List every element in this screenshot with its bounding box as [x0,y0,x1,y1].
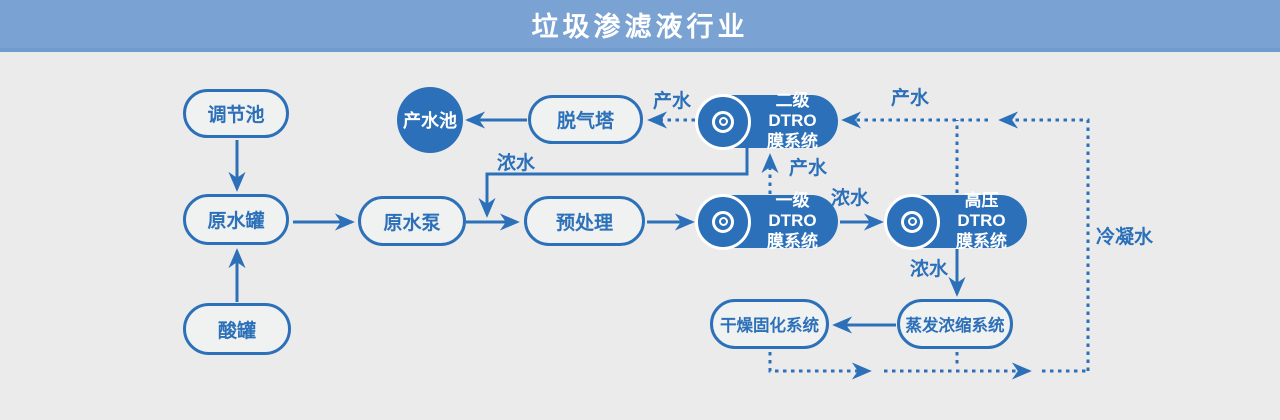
node-label: 原水泵 [383,212,441,234]
edge-label-concentrate: 浓水 [910,259,949,280]
node-stage2-dtro: 二级DTRO 膜系统 [695,91,838,151]
node-pretreatment: 预处理 [524,196,645,246]
dtro-ring-icon [712,210,734,233]
edge-label-condensate: 冷凝水 [1096,227,1154,248]
header-edge-strip [0,48,1280,52]
node-label: 预处理 [555,212,613,234]
node-label-line2: 膜系统 [767,131,818,151]
node-label: 调节池 [207,105,265,126]
node-stage1-dtro: 一级DTRO 膜系统 [695,191,838,251]
dtro-membrane-icon [884,193,940,250]
node-drying-system: 干燥固化系统 [710,299,829,349]
node-label-line1: 一级DTRO [768,190,817,231]
edge-label-concentrate: 浓水 [831,188,870,209]
node-label: 蒸发浓缩系统 [905,317,1005,335]
dtro-ring-icon [901,210,923,233]
edge-label-product-water: 产水 [653,91,692,112]
node-label: 原水罐 [207,211,265,232]
edge-label-product-water: 产水 [789,158,828,179]
node-label-line2: 膜系统 [956,231,1007,251]
node-label-line1: 二级DTRO [768,90,817,131]
node-raw-water-tank: 原水罐 [183,194,289,245]
node-label: 酸罐 [217,320,256,342]
node-adjustment-pool: 调节池 [183,89,289,138]
dtro-ring-icon [712,110,734,133]
node-acid-tank: 酸罐 [183,303,291,355]
node-label-line1: 高压DTRO [957,190,1006,231]
edge-stage2-concentrate-return [478,148,749,218]
dtro-membrane-icon [695,193,751,250]
node-degassing-tower: 脱气塔 [528,95,643,144]
node-label: 干燥固化系统 [720,317,819,335]
node-product-water-pool: 产水池 [397,87,463,153]
node-label: 产水池 [403,111,457,131]
edge-label-concentrate: 浓水 [497,153,536,174]
node-raw-water-pump: 原水泵 [358,196,466,246]
node-hp-dtro: 高压DTRO 膜系统 [884,191,1027,251]
edge-condensate-riser [998,111,1090,371]
node-evaporation-system: 蒸发浓缩系统 [897,299,1013,349]
page-title: 垃圾渗滤液行业 [531,11,749,42]
node-label-line2: 膜系统 [767,231,818,251]
edge-label-product-water: 产水 [891,88,930,109]
node-label: 脱气塔 [556,111,614,132]
edge-drying-outlet [768,352,872,380]
dtro-membrane-icon [695,93,751,150]
header-bar: 垃圾渗滤液行业 [0,0,1280,48]
